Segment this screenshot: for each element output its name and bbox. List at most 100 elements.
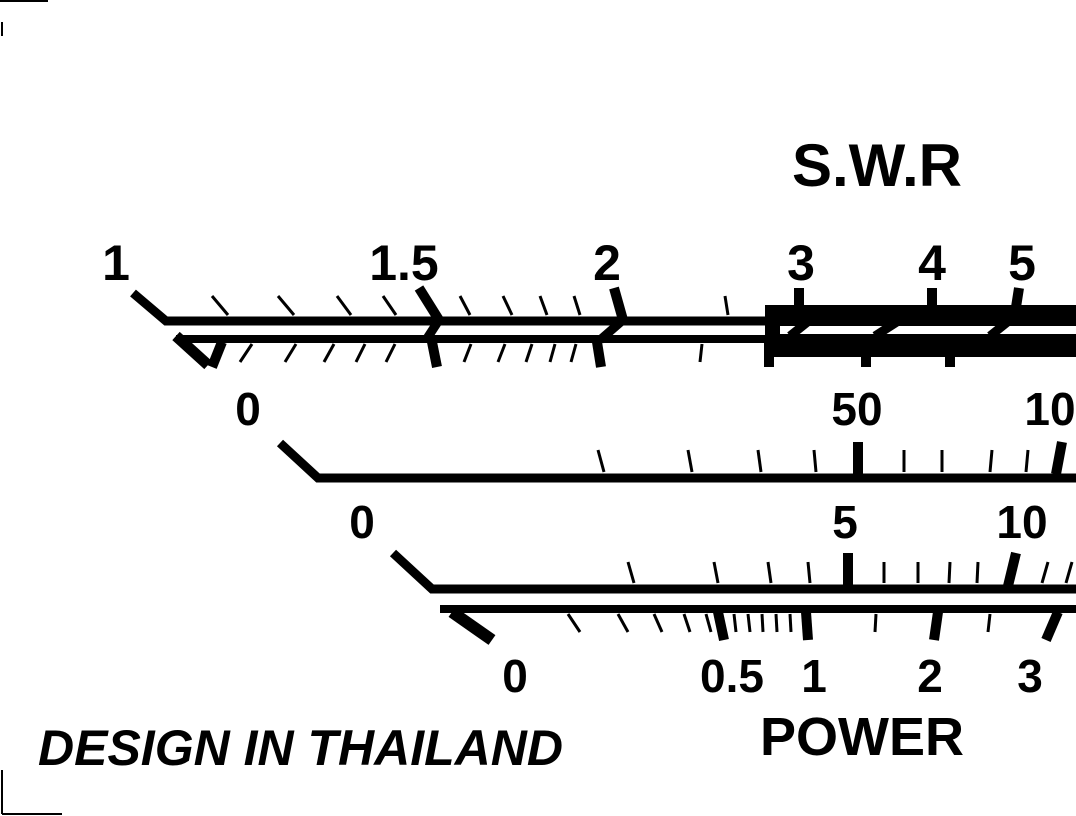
power-mid-labels: 0 5 10 [349,496,1047,548]
swr-label: 1 [102,235,130,291]
power-low-label: 0 [502,650,528,702]
power-low-label: 0.5 [700,650,764,702]
swr-tick [569,343,578,363]
swr-tick [210,295,230,316]
power-mid-tick [806,561,812,584]
power-title: POWER [760,707,964,767]
swr-tick [501,295,514,316]
power-high-scale: 0 50 10 [235,383,1076,483]
footer-design-text: DESIGN IN THAILAND [38,720,563,776]
power-low-tick [774,613,779,633]
power-high-minor-ticks [596,449,1030,473]
power-low-tick [746,613,752,633]
swr-rails [130,289,1076,370]
swr-cross-4 [872,316,903,340]
swr-tick [496,343,507,363]
power-mid-scale: 0 5 10 [349,496,1076,594]
swr-tick [538,295,549,316]
swr-tick [723,295,730,316]
power-low-major-3 [1041,610,1063,642]
power-mid-tick [947,561,952,584]
power-mid-label: 5 [832,496,858,548]
power-mid-tick [766,561,773,584]
power-mid-tick [1064,561,1074,584]
power-high-label: 50 [831,383,882,435]
power-mid-tick [1040,561,1050,584]
power-low-label: 1 [801,650,827,702]
power-high-label: 10 [1024,383,1075,435]
swr-lower-minor-ticks [238,343,704,363]
power-low-tick [760,613,765,633]
swr-label: 5 [1008,235,1036,291]
swr-tick [458,295,472,316]
power-low-label: 2 [917,650,943,702]
power-mid-label: 0 [349,496,375,548]
crop-marks [0,0,62,815]
swr-scale: 1 1.5 2 3 4 5 [102,235,1076,370]
swr-danger-gap [780,326,1076,334]
swr-tick [283,343,298,363]
swr-major-tick-5 [1009,287,1024,321]
power-low-major-0.5 [713,610,729,642]
swr-tick [384,343,397,363]
swr-label: 3 [787,235,815,291]
swr-cross-2 [597,316,626,344]
swr-lower-major-3 [592,341,606,368]
power-low-tick [732,613,738,633]
swr-label: 2 [593,235,621,291]
swr-tick [354,343,367,363]
power-low-label: 3 [1017,650,1043,702]
power-mid-minor-ticks [626,561,1074,584]
power-low-start-slant [448,607,496,645]
swr-tick [322,343,336,363]
power-low-tick [788,613,793,633]
power-high-major-ticks [853,441,1067,475]
swr-tick [524,343,534,363]
power-mid-tick [975,561,980,584]
power-low-tick [682,613,692,633]
power-high-tick [812,449,818,473]
power-low-tick [986,613,992,633]
swr-labels: 1 1.5 2 3 4 5 [102,235,1036,291]
swr-tick [381,295,398,316]
swr-lower-major-2 [427,341,442,368]
swr-title: S.W.R [792,132,962,199]
power-high-tick [988,449,994,473]
swr-label: 4 [918,235,946,291]
swr-tick [276,295,296,316]
swr-cross-1.5 [422,317,443,343]
power-mid-major-ticks [843,551,1021,588]
swr-lower-major-ticks [207,340,955,369]
power-low-labels: 0 0.5 1 2 3 [502,650,1043,702]
swr-tick [548,343,557,363]
swr-tick [335,295,353,316]
swr-tick [698,343,704,363]
power-high-label: 0 [235,383,261,435]
power-high-tick [596,449,606,473]
power-high-labels: 0 50 10 [235,383,1075,435]
power-low-tick [616,613,630,633]
power-mid-tick [626,561,636,584]
power-high-rail [276,439,1076,483]
swr-tick [238,343,254,363]
swr-tick [572,295,582,316]
swr-upper-minor-ticks [210,295,730,316]
power-low-scale: 0 0.5 1 2 3 [440,605,1076,702]
power-mid-major-10 [1003,551,1021,588]
swr-major-tick-1.5 [414,285,444,323]
power-high-tick [756,449,763,473]
swr-cross-3 [787,316,813,340]
swr-major-tick-2 [609,286,628,322]
power-mid-label: 10 [996,496,1047,548]
power-low-major-1 [801,611,813,641]
power-low-tick [566,613,582,633]
swr-crossing-marks [422,316,1013,344]
swr-tick [462,343,473,363]
power-low-major-2 [929,611,943,641]
power-low-tick [652,613,664,633]
power-low-tick [873,613,878,633]
swr-upper-major-ticks [414,285,1024,323]
power-high-major-100 [1051,441,1067,475]
power-low-tick [704,613,713,633]
